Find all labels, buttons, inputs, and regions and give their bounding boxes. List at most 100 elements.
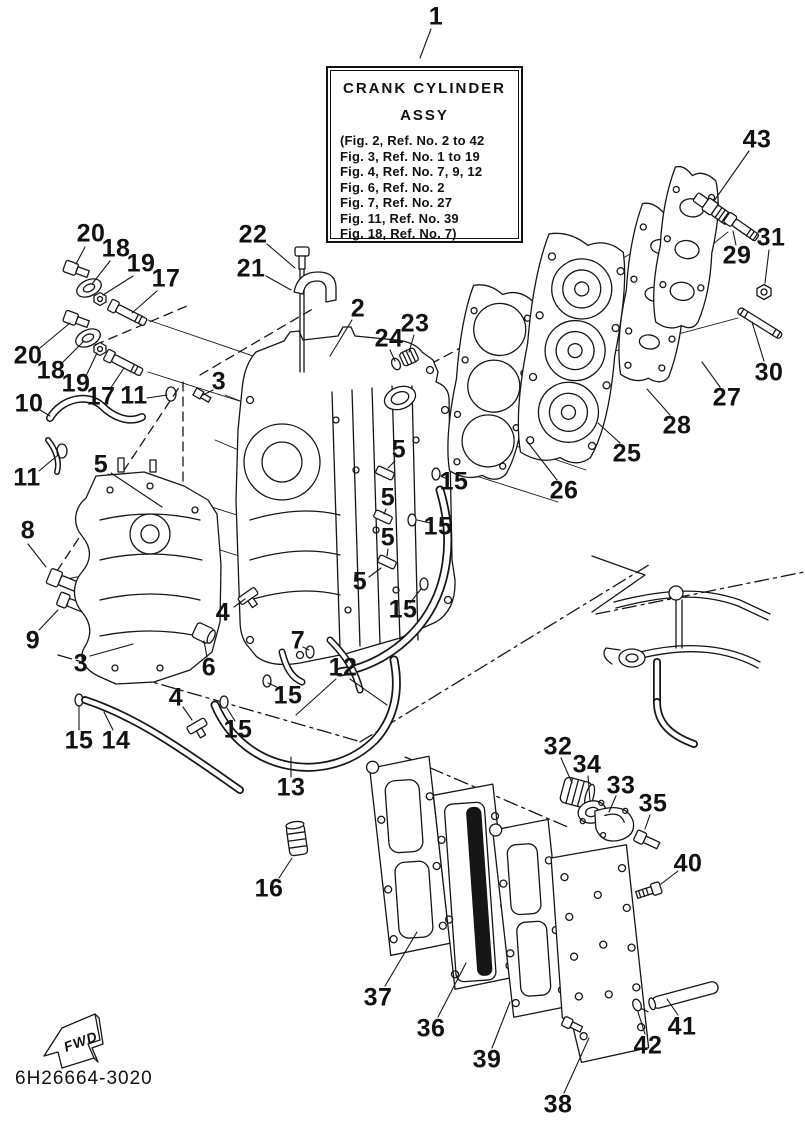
ref-line: (Fig. 2, Ref. No. 2 to 42 <box>340 133 485 148</box>
cap-32 <box>559 776 596 809</box>
hose-loop <box>335 485 453 677</box>
callout-12: 12 <box>328 653 358 682</box>
callout-33: 33 <box>606 771 636 800</box>
cylinder-block <box>235 261 456 666</box>
plate-18 <box>76 278 102 298</box>
callout-26: 26 <box>549 476 579 505</box>
bolt-40 <box>635 881 663 899</box>
plate-37 <box>365 755 451 957</box>
callout-24: 24 <box>374 324 404 353</box>
clip-42 <box>632 998 649 1013</box>
callout-34: 34 <box>572 750 602 779</box>
callout-15: 15 <box>273 681 303 710</box>
callout-38: 38 <box>543 1090 573 1119</box>
callout-3: 3 <box>73 649 89 678</box>
bolt-22 <box>294 246 310 270</box>
bracket-21 <box>293 271 337 303</box>
callout-6: 6 <box>201 653 217 682</box>
sleeves-5 <box>373 465 397 570</box>
callout-15: 15 <box>388 595 418 624</box>
callout-35: 35 <box>638 789 668 818</box>
callout-3: 3 <box>211 367 227 396</box>
clamp-bracket <box>591 555 771 748</box>
callout-28: 28 <box>662 411 692 440</box>
callout-42: 42 <box>633 1031 663 1060</box>
clips-15 <box>74 467 441 709</box>
callout-4: 4 <box>168 683 184 712</box>
callout-5: 5 <box>352 567 368 596</box>
callout-13: 13 <box>276 773 306 802</box>
callout-7: 7 <box>290 626 306 655</box>
callout-17: 17 <box>86 382 116 411</box>
callout-39: 39 <box>472 1045 502 1074</box>
callout-15: 15 <box>64 726 94 755</box>
callout-11: 11 <box>120 381 148 410</box>
callout-9: 9 <box>25 626 41 655</box>
ref-line: Fig. 18, Ref. No. 7) <box>340 226 457 241</box>
callout-25: 25 <box>612 439 642 468</box>
callout-18: 18 <box>101 234 131 263</box>
stud-30 <box>737 307 783 339</box>
callout-4: 4 <box>215 598 231 627</box>
hose-14 <box>81 696 244 794</box>
callout-17: 17 <box>151 264 181 293</box>
callout-18: 18 <box>36 356 66 385</box>
callout-5: 5 <box>380 523 396 552</box>
callout-22: 22 <box>238 220 268 249</box>
callout-8: 8 <box>20 516 36 545</box>
callout-37: 37 <box>363 983 393 1012</box>
callout-43: 43 <box>742 125 772 154</box>
nut-19 <box>93 291 107 307</box>
callout-15: 15 <box>423 512 453 541</box>
fastener-set-lower <box>62 309 144 377</box>
callout-36: 36 <box>416 1014 446 1043</box>
assembly-info-box: CRANK CYLINDER ASSY (Fig. 2, Ref. No. 2 … <box>326 66 523 243</box>
clamp-11-upper <box>165 386 177 402</box>
callout-14: 14 <box>101 726 131 755</box>
callout-23: 23 <box>400 309 430 338</box>
clip-7 <box>305 645 315 659</box>
ref-line: Fig. 7, Ref. No. 27 <box>340 195 453 210</box>
callout-20: 20 <box>13 341 43 370</box>
callout-1: 1 <box>428 2 444 31</box>
callout-2: 2 <box>350 294 366 323</box>
bolt-29 <box>723 212 760 242</box>
fitting-4-lower <box>186 717 208 739</box>
grommet-16 <box>285 820 309 857</box>
callout-5: 5 <box>391 435 407 464</box>
ref-line: Fig. 3, Ref. No. 1 to 19 <box>340 148 480 164</box>
part-code: 6H26664-3020 <box>15 1068 153 1089</box>
fwd-arrow: FWD <box>43 1013 104 1069</box>
callout-27: 27 <box>712 383 742 412</box>
fastener-set-upper <box>62 259 148 327</box>
plug-6 <box>191 622 216 644</box>
plug-43 <box>692 192 733 225</box>
bolt-17 <box>107 298 148 327</box>
callout-15: 15 <box>223 715 253 744</box>
hose-13 <box>210 655 401 772</box>
callout-32: 32 <box>543 732 573 761</box>
callout-10: 10 <box>14 389 44 418</box>
callout-40: 40 <box>673 849 703 878</box>
callout-21: 21 <box>236 254 266 283</box>
callout-5: 5 <box>380 483 396 512</box>
callout-20: 20 <box>76 219 106 248</box>
clamp-11-lower <box>56 443 68 459</box>
callout-30: 30 <box>754 358 784 387</box>
plug-23 <box>399 347 419 367</box>
bolt-20 <box>62 259 90 279</box>
housing-33 <box>594 806 635 842</box>
callout-19: 19 <box>61 369 91 398</box>
ref-line: Fig. 6, Ref. No. 2 <box>340 179 445 195</box>
callout-16: 16 <box>254 874 284 903</box>
leader-lines <box>27 28 770 1094</box>
callout-5: 5 <box>93 450 109 479</box>
callout-15: 15 <box>439 467 469 496</box>
crankcase-block <box>73 457 222 685</box>
callout-31: 31 <box>756 223 786 252</box>
assembly-title-line1: CRANK CYLINDER <box>343 80 506 97</box>
bolt-35 <box>633 829 661 850</box>
